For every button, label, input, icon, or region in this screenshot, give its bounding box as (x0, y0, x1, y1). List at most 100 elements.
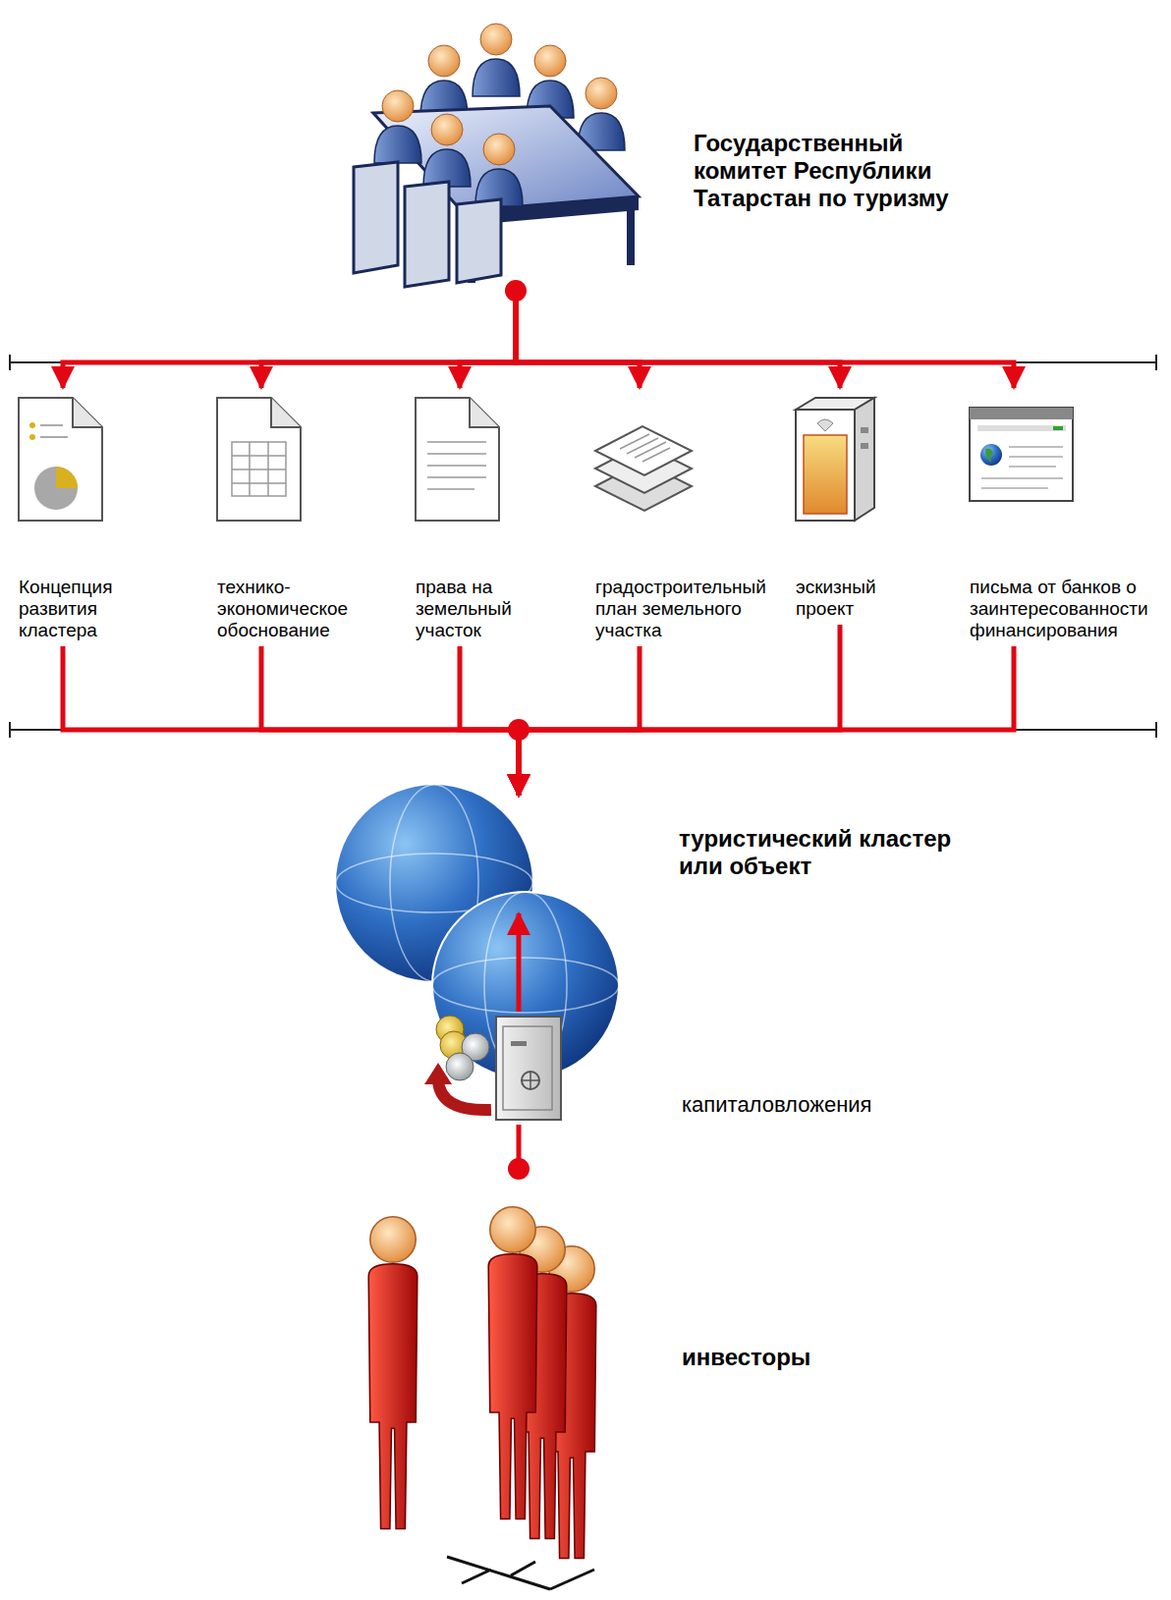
committee-icon (374, 90, 422, 164)
flow-arrow (518, 646, 640, 796)
node-label: права на земельный участок (415, 576, 544, 643)
table-document-icon (231, 442, 286, 497)
browser-icon (981, 446, 1063, 489)
money-safe-icon (496, 1016, 561, 1120)
committee-icon (456, 199, 502, 283)
text-document-icon (415, 397, 500, 521)
box-icon (817, 419, 834, 432)
money-safe-icon (424, 1015, 561, 1120)
flow-arrow (518, 646, 1014, 796)
bar-line (8, 722, 11, 738)
box-icon (860, 427, 869, 434)
globe-icon (496, 905, 585, 942)
committee-icon (423, 113, 471, 187)
committee-icon (353, 23, 639, 287)
box-icon (803, 435, 847, 514)
box-icon (854, 397, 875, 521)
committee-icon (475, 133, 523, 207)
document-icon (55, 466, 78, 489)
document-icon (18, 397, 103, 521)
box-icon (860, 443, 869, 449)
flow-arrow (261, 290, 516, 389)
document-node: права на земельный участок (415, 388, 548, 647)
globe-icon (473, 799, 490, 825)
bar-line (9, 354, 1157, 738)
committee-node: Государственный комитет Республики Татар… (341, 9, 991, 291)
document-icon (34, 466, 78, 510)
money-safe-icon (521, 1071, 540, 1090)
flow-arrow (516, 1124, 522, 1170)
flow-arrow (515, 290, 640, 389)
document-icon (29, 434, 36, 441)
document-icon (40, 424, 63, 427)
document-stack-icon (595, 426, 692, 476)
flow-arrow (261, 646, 519, 796)
table-document-icon (231, 442, 286, 497)
bar-line (1155, 354, 1158, 371)
committee-icon (472, 23, 520, 97)
bar-line (8, 354, 11, 371)
table-document-icon (271, 397, 301, 428)
money-safe-icon (510, 1041, 527, 1047)
document-icon (18, 397, 103, 521)
investment-node: капиталовложения (423, 1011, 895, 1125)
browser-icon (969, 407, 1073, 502)
box-icon (795, 397, 875, 521)
globe-icon (432, 957, 619, 1013)
money-safe-icon (502, 1026, 553, 1111)
table-document-icon (217, 397, 301, 521)
document-icon (72, 397, 103, 428)
money-safe-icon (438, 1080, 492, 1111)
document-node: Концепция развития кластера (18, 388, 141, 647)
node-label: Концепция развития кластера (18, 576, 137, 643)
browser-icon (1053, 426, 1063, 431)
text-document-icon (469, 397, 500, 428)
bar-line (1155, 722, 1158, 738)
document-node: эскизный проект (795, 388, 908, 625)
investors-icon (446, 1557, 595, 1590)
cluster-node: туристический кластер или объект (336, 795, 986, 914)
browser-icon (969, 407, 1073, 420)
browser-icon (969, 407, 1073, 502)
investors-node: инвесторы (351, 1169, 863, 1562)
flow-arrow (516, 913, 522, 1012)
flow-arrow (62, 290, 516, 389)
globe-icon (584, 1013, 598, 1035)
document-node: технико-экономическое обоснование (217, 388, 379, 647)
table-document-icon (217, 397, 301, 521)
committee-icon (626, 208, 635, 266)
committee-icon (404, 181, 449, 287)
node-heading: туристический кластер или объект (678, 825, 974, 881)
node-heading: инвесторы (681, 1343, 859, 1372)
flow-arrow (518, 624, 840, 796)
node-label: капиталовложения (681, 1092, 889, 1118)
flow-arrow (515, 290, 1014, 389)
document-stack-icon (595, 426, 692, 511)
committee-icon (420, 45, 468, 118)
document-stack-icon (619, 434, 670, 462)
investors-icon (368, 1217, 418, 1530)
investors-icon (488, 1207, 538, 1520)
browser-icon (980, 444, 1003, 466)
document-icon (40, 436, 68, 439)
node-label: технико-экономическое обоснование (217, 576, 375, 643)
node-label: градостроительный план земельного участк… (595, 576, 771, 643)
node-heading: Государственный комитет Республики Татар… (693, 129, 979, 213)
box-icon (795, 409, 855, 521)
browser-icon (985, 448, 994, 464)
node-label: эскизный проект (795, 576, 904, 620)
document-node: градостроительный план земельного участк… (595, 388, 775, 647)
flow-arrow (459, 646, 519, 796)
money-safe-icon (446, 1053, 474, 1081)
flow-arrow (515, 290, 840, 389)
node-label: письма от банков о заинтересованности фи… (969, 576, 1157, 643)
document-icon (29, 422, 36, 429)
document-node: письма от банков о заинтересованности фи… (969, 388, 1161, 647)
text-document-icon (415, 397, 500, 521)
flow-arrow (62, 646, 519, 796)
browser-icon (977, 425, 1066, 432)
